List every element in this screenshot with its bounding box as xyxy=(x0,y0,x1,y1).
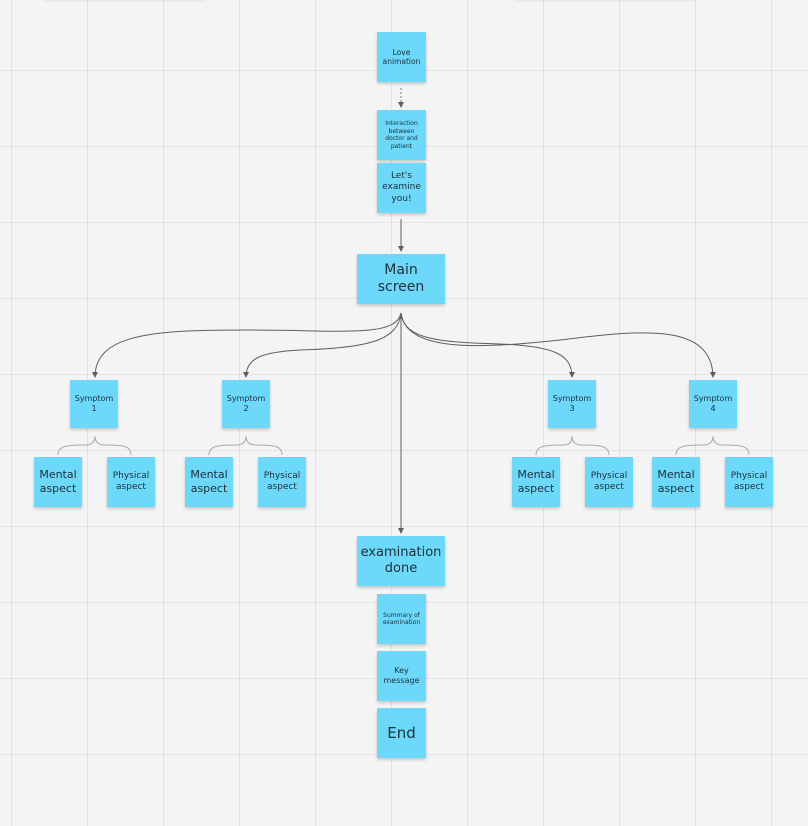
sticky-note-physical-aspect-2[interactable]: Physical aspect xyxy=(258,457,306,507)
note-text: Symptom 3 xyxy=(552,394,592,413)
note-text: End xyxy=(387,723,416,742)
note-text: Mental aspect xyxy=(517,468,555,495)
note-text: Physical aspect xyxy=(590,470,628,492)
sticky-note-examination-done[interactable]: examination done xyxy=(357,536,445,586)
note-text: Main screen xyxy=(377,261,425,296)
note-text: Physical aspect xyxy=(112,470,150,492)
sticky-note-main-screen[interactable]: Main screen xyxy=(357,254,445,304)
connector-symptom-3-branches[interactable] xyxy=(535,435,610,456)
sticky-note-mental-aspect-3[interactable]: Mental aspect xyxy=(512,457,560,507)
note-text: Symptom 2 xyxy=(226,394,266,413)
sticky-note-symptom-4[interactable]: Symptom 4 xyxy=(689,380,737,428)
note-text: Summary of examination xyxy=(382,611,421,627)
connector-main-to-symptom-3[interactable] xyxy=(400,312,575,378)
connector-main-to-symptom-4[interactable] xyxy=(400,312,716,378)
sticky-note-symptom-3[interactable]: Symptom 3 xyxy=(548,380,596,428)
note-text: Love animation xyxy=(382,47,421,66)
connector-main-to-symptom-2[interactable] xyxy=(243,312,402,378)
note-text: Let's examine you! xyxy=(382,171,421,204)
note-text: examination done xyxy=(360,544,442,576)
sticky-note-mental-aspect-1[interactable]: Mental aspect xyxy=(34,457,82,507)
note-text: Symptom 4 xyxy=(693,394,733,413)
sticky-note-key-message[interactable]: Key message xyxy=(377,651,426,701)
connector-symptom-2-branches[interactable] xyxy=(208,435,283,456)
sticky-note-symptom-2[interactable]: Symptom 2 xyxy=(222,380,270,428)
sticky-note-summary[interactable]: Summary of examination xyxy=(377,594,426,644)
connector-main-to-symptom-1[interactable] xyxy=(92,312,402,378)
note-text: Mental aspect xyxy=(657,468,695,495)
sticky-note-physical-aspect-4[interactable]: Physical aspect xyxy=(725,457,773,507)
sticky-note-mental-aspect-4[interactable]: Mental aspect xyxy=(652,457,700,507)
sticky-note-symptom-1[interactable]: Symptom 1 xyxy=(70,380,118,428)
sticky-note-interaction[interactable]: Interaction between doctor and patient xyxy=(377,110,426,160)
note-text: Mental aspect xyxy=(190,468,228,495)
sticky-note-lets-examine[interactable]: Let's examine you! xyxy=(377,163,426,213)
note-text: Physical aspect xyxy=(263,470,301,492)
note-text: Physical aspect xyxy=(730,470,768,492)
sticky-note-end[interactable]: End xyxy=(377,708,426,758)
sticky-note-mental-aspect-2[interactable]: Mental aspect xyxy=(185,457,233,507)
connector-symptom-4-branches[interactable] xyxy=(675,435,750,456)
note-text: Mental aspect xyxy=(39,468,77,495)
note-text: Key message xyxy=(383,666,420,685)
note-text: Symptom 1 xyxy=(74,394,114,413)
note-text: Interaction between doctor and patient xyxy=(385,120,418,150)
connector-symptom-1-branches[interactable] xyxy=(57,435,132,456)
sticky-note-love-animation[interactable]: Love animation xyxy=(377,32,426,82)
sticky-note-physical-aspect-3[interactable]: Physical aspect xyxy=(585,457,633,507)
sticky-note-physical-aspect-1[interactable]: Physical aspect xyxy=(107,457,155,507)
